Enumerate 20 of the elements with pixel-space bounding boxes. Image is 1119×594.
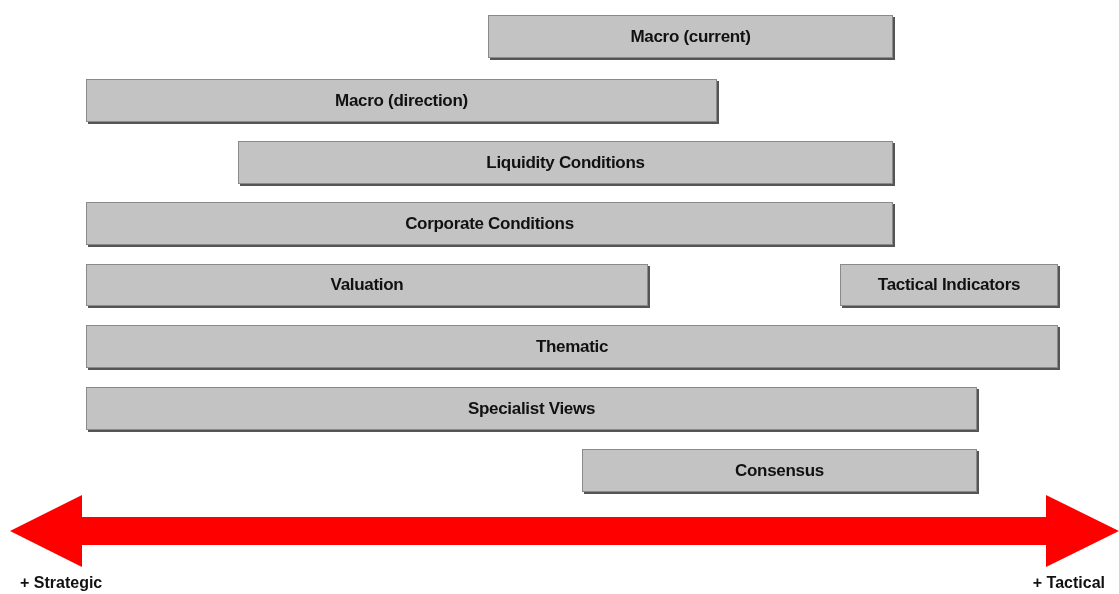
axis-end-label: + Tactical [1032,574,1105,592]
bar [488,15,893,58]
bar-label: Consensus [735,460,824,481]
bar-label: Liquidity Conditions [486,152,645,173]
bar [582,449,977,492]
axis-end-label: + Strategic [20,574,103,592]
bar [86,264,648,306]
bar-label: Macro (current) [630,26,751,47]
bar [86,387,977,430]
bar-label: Corporate Conditions [405,213,574,234]
bar [238,141,893,184]
bar [86,202,893,245]
bar [840,264,1058,306]
bar-label: Tactical Indicators [877,275,1021,295]
bar-label: Specialist Views [467,398,596,419]
bar-label: Macro (direction) [335,90,468,111]
bar-label: Thematic [535,336,609,357]
bar [86,325,1058,368]
bar [86,79,717,122]
bar-label: Valuation [330,275,404,295]
